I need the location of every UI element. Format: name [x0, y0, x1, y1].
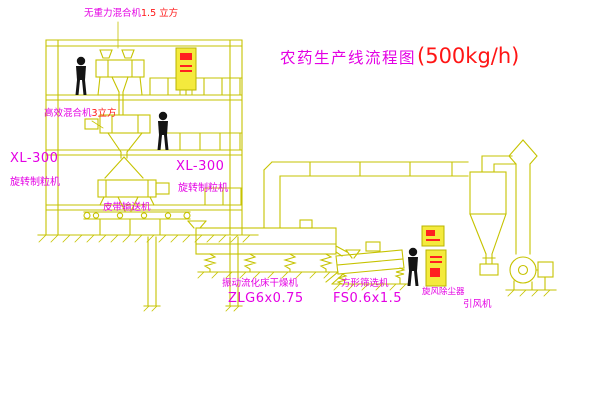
worker-ground — [407, 247, 419, 286]
control-cabinet-right — [421, 225, 447, 287]
dryer-name-label: 振动流化床干燥机 — [222, 278, 299, 289]
granulator-left-model: XL-300 — [10, 151, 59, 166]
discharge-valve — [479, 263, 499, 276]
ground-hatch — [38, 234, 251, 312]
sieve-model-label: FS0.6x1.5 — [333, 291, 403, 306]
feed-hoppers — [99, 49, 135, 59]
conveyor-label: 皮带输送机 — [103, 202, 151, 213]
label-leader-lines — [91, 21, 119, 129]
cabinet-indicator-marks — [180, 53, 192, 72]
granulator-mid-model: XL-300 — [176, 159, 225, 174]
fan-label: 引风机 — [463, 299, 492, 310]
page-title: 农药生产线流程图 (500kg/h) — [280, 44, 519, 68]
cabinet-indicator-marks — [426, 230, 442, 277]
mixer-top-label: 无重力混合机1.5 立方 — [84, 8, 179, 19]
cyclone-label: 旋风除尘器 — [422, 287, 465, 297]
dryer-access-port — [299, 219, 313, 229]
fluid-bed-dryer-unit — [195, 219, 348, 279]
dryer-model-label: ZLG6x0.75 — [228, 291, 304, 306]
mixer-mid-label: 高效混合机3立方 — [44, 108, 117, 119]
mixer-top-name: 无重力混合机 — [84, 8, 142, 19]
fan-motor — [537, 261, 554, 278]
mixer-mid-name: 高效混合机 — [44, 108, 92, 119]
exhaust-duct — [263, 161, 469, 229]
mixer-motor — [84, 118, 99, 130]
vibration-springs — [203, 253, 333, 273]
granulator-mid-name: 旋转制粒机 — [178, 183, 228, 194]
mixer-top-spec: 1.5 立方 — [141, 8, 179, 19]
title-text: 农药生产线流程图 — [280, 49, 417, 67]
railing-level3 — [204, 187, 243, 206]
control-cabinet-top — [175, 47, 197, 95]
building-frame — [37, 39, 259, 307]
sieve-name-label: 方形筛选机 — [341, 278, 389, 289]
worker-figures — [75, 56, 419, 286]
worker-mid-platform — [157, 111, 169, 150]
sieve-vibrator — [365, 241, 381, 252]
gravity-mixer-unit — [95, 49, 145, 116]
granulator-motor — [155, 182, 170, 195]
worker-top-platform — [75, 56, 87, 95]
granulator-left-name: 旋转制粒机 — [10, 177, 60, 188]
belt-conveyor-unit — [83, 211, 207, 236]
dryer-inlet-funnel — [187, 220, 207, 229]
rotary-granulator-unit — [97, 179, 170, 212]
title-capacity: (500kg/h) — [417, 44, 520, 68]
induced-draft-fan-unit — [505, 256, 557, 297]
vent-stack — [508, 139, 538, 255]
mixer-mid-spec: 3立方 — [91, 108, 117, 119]
square-sieve-unit — [325, 241, 409, 291]
high-efficiency-mixer-unit — [84, 114, 151, 179]
cyclone-separator-unit — [469, 155, 517, 276]
